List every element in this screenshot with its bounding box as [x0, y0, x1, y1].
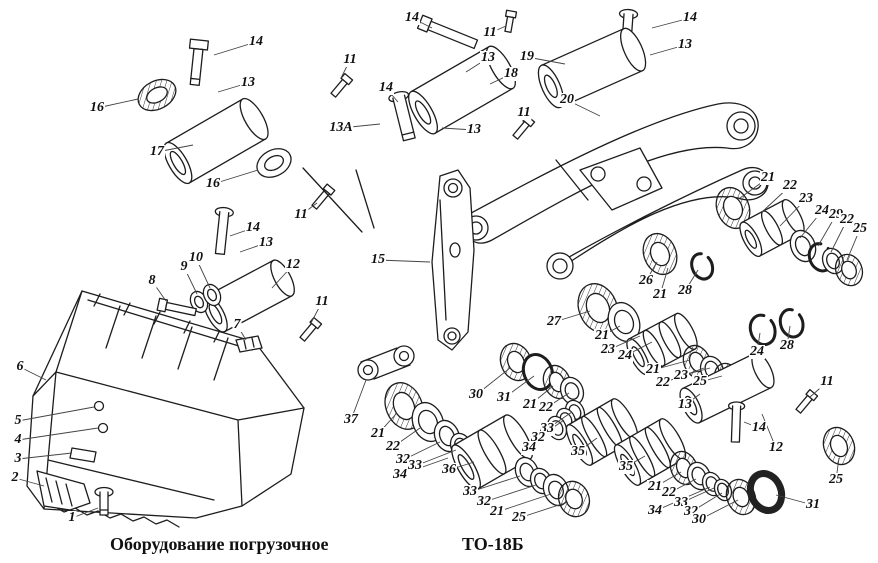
- part-bolt-11c: [330, 72, 354, 98]
- part-link-15: [431, 169, 475, 351]
- part-tooth-2: [36, 470, 91, 511]
- part-bolt-11b: [504, 9, 518, 33]
- diagram-title: Оборудование погрузочное: [110, 534, 329, 554]
- part-ring-stack-center: [499, 342, 586, 441]
- part-bushing-18: [408, 45, 516, 135]
- part-bushing-19: [537, 27, 647, 109]
- part-bolt-14a: [188, 38, 210, 86]
- part-bolt-11e: [299, 316, 323, 342]
- part-fasteners-3-4-5: [69, 400, 109, 463]
- part-bearing-chain-bottom-left: [384, 382, 591, 518]
- part-boom-arms-20: [461, 102, 769, 280]
- part-washers-9-10: [189, 283, 222, 314]
- part-bolt-1: [94, 486, 114, 516]
- part-bucket-body: [26, 290, 305, 528]
- part-lever-37: [357, 345, 415, 381]
- part-bolt-14e: [214, 206, 234, 256]
- part-clamp-7: [235, 335, 263, 353]
- caption: Оборудование погрузочное ТО-18Б: [0, 534, 878, 560]
- part-bearing-chain-mid: [577, 232, 805, 394]
- part-bushing-17: [163, 97, 269, 185]
- part-ring-16a: [137, 78, 177, 112]
- part-bolt-14b: [416, 14, 479, 50]
- part-ring-16b: [256, 148, 292, 178]
- part-bolt-11a: [311, 183, 336, 210]
- part-bearing-chain-top-right: [715, 186, 864, 287]
- diagram-model: ТО-18Б: [462, 534, 524, 554]
- part-bearing-chain-bottom-right: [565, 398, 786, 516]
- part-axle-group-bottom-right: [679, 352, 856, 466]
